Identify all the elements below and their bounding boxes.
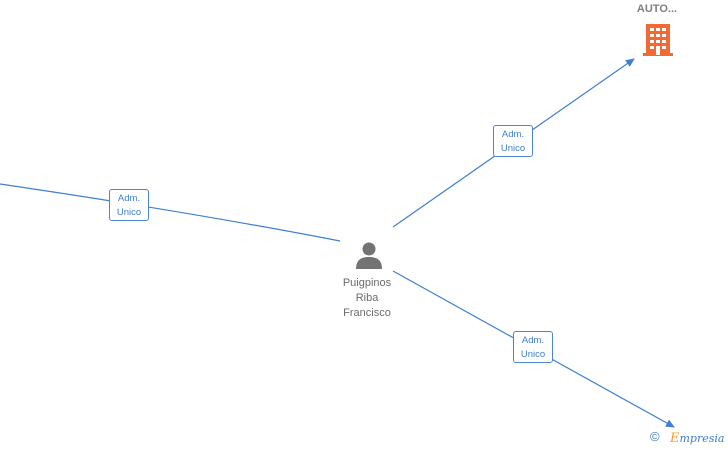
copyright-symbol: © <box>650 429 660 444</box>
edge-left[interactable] <box>0 183 341 242</box>
person-icon[interactable] <box>354 240 384 270</box>
edge-label-line: Adm. <box>501 129 525 140</box>
company-label[interactable]: AUTO... <box>636 3 678 15</box>
edge-label-company[interactable]: Adm. Unico <box>493 125 533 157</box>
building-icon[interactable] <box>642 23 674 57</box>
brand-logo[interactable]: Empresia <box>670 431 724 446</box>
edge-label-line: Adm. <box>521 335 545 346</box>
brand-rest: mpresia <box>679 432 725 445</box>
edge-label-bottom[interactable]: Adm. Unico <box>513 331 553 363</box>
edge-label-left[interactable]: Adm. Unico <box>109 189 149 221</box>
edge-label-line: Unico <box>500 143 526 154</box>
brand-initial: E <box>670 431 680 446</box>
edge-label-line: Unico <box>520 349 546 360</box>
person-name-line: Puigpinos <box>342 277 392 289</box>
edge-label-line: Unico <box>116 207 142 218</box>
person-name-line: Riba <box>355 292 379 304</box>
person-name-line: Francisco <box>343 307 391 319</box>
edge-label-line: Adm. <box>117 193 141 204</box>
person-name[interactable]: Puigpinos Riba Francisco <box>322 276 412 321</box>
